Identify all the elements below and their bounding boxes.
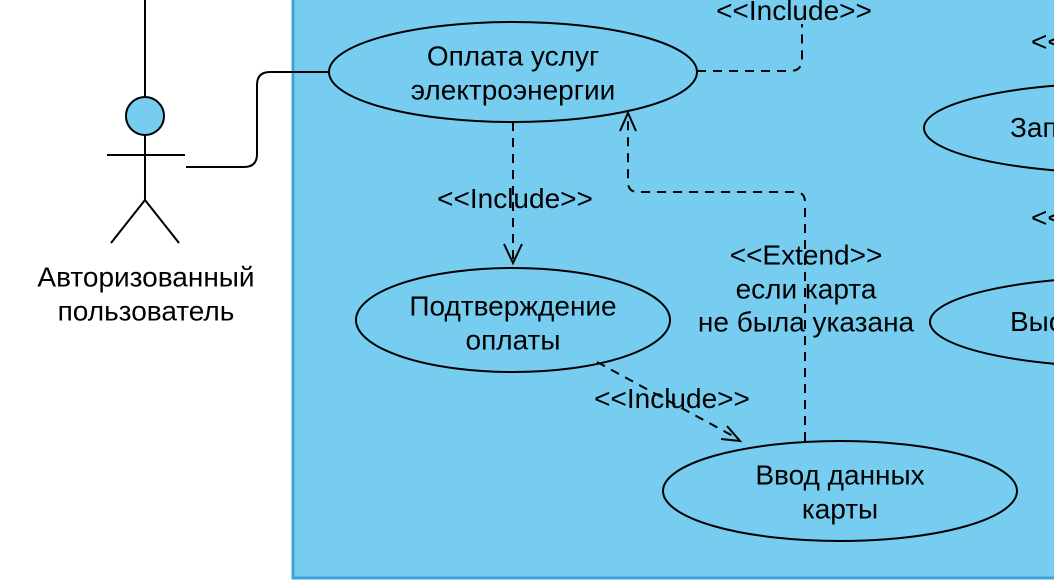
partial-relation-label-mid: << — [1031, 202, 1054, 234]
include-confirm-card-label: <<Include>> — [594, 383, 750, 415]
usecase-partial-right-label: Выс — [1010, 306, 1054, 338]
usecase-card-label: Ввод данных карты — [755, 459, 925, 524]
extend-card-pay-line — [627, 118, 806, 441]
extend-arrow-card-pay[interactable] — [619, 110, 806, 441]
usecase-partial-top-ellipse[interactable] — [923, 83, 1054, 173]
include-arrow-pay-confirm[interactable] — [503, 122, 523, 266]
extend-card-pay-arrowhead-icon — [619, 110, 637, 132]
include-confirm-card-arrowhead-icon — [720, 425, 743, 443]
usecase-confirm-ellipse[interactable] — [355, 267, 671, 373]
actor-right-leg — [144, 199, 180, 244]
usecase-pay-label: Оплата услуг электроэнергии — [410, 40, 616, 105]
include-pay-confirm-label: <<Include>> — [437, 183, 593, 215]
partial-relation-label-top: << — [1031, 26, 1054, 58]
actor-label: Авторизованный пользователь — [37, 261, 255, 326]
usecase-partial-right-ellipse[interactable] — [929, 277, 1054, 367]
include-arrow-confirm-card[interactable] — [596, 361, 743, 443]
include-pay-confirm-arrowhead-icon — [503, 243, 523, 266]
extend-card-pay-label: <<Extend>> если карта не была указана — [697, 239, 915, 338]
usecase-partial-top-label: Зап — [1010, 112, 1054, 144]
actor-head — [125, 96, 165, 136]
actor-figure[interactable] — [107, 0, 185, 244]
include-arrow-top[interactable] — [697, 24, 803, 72]
usecase-card-ellipse[interactable] — [662, 440, 1018, 542]
actor-left-leg — [110, 199, 146, 244]
association-actor-pay[interactable] — [186, 71, 329, 168]
usecase-confirm-label: Подтверждение оплаты — [409, 290, 617, 355]
include-confirm-card-line — [596, 361, 734, 437]
include-top-label: <<Include>> — [716, 0, 872, 27]
